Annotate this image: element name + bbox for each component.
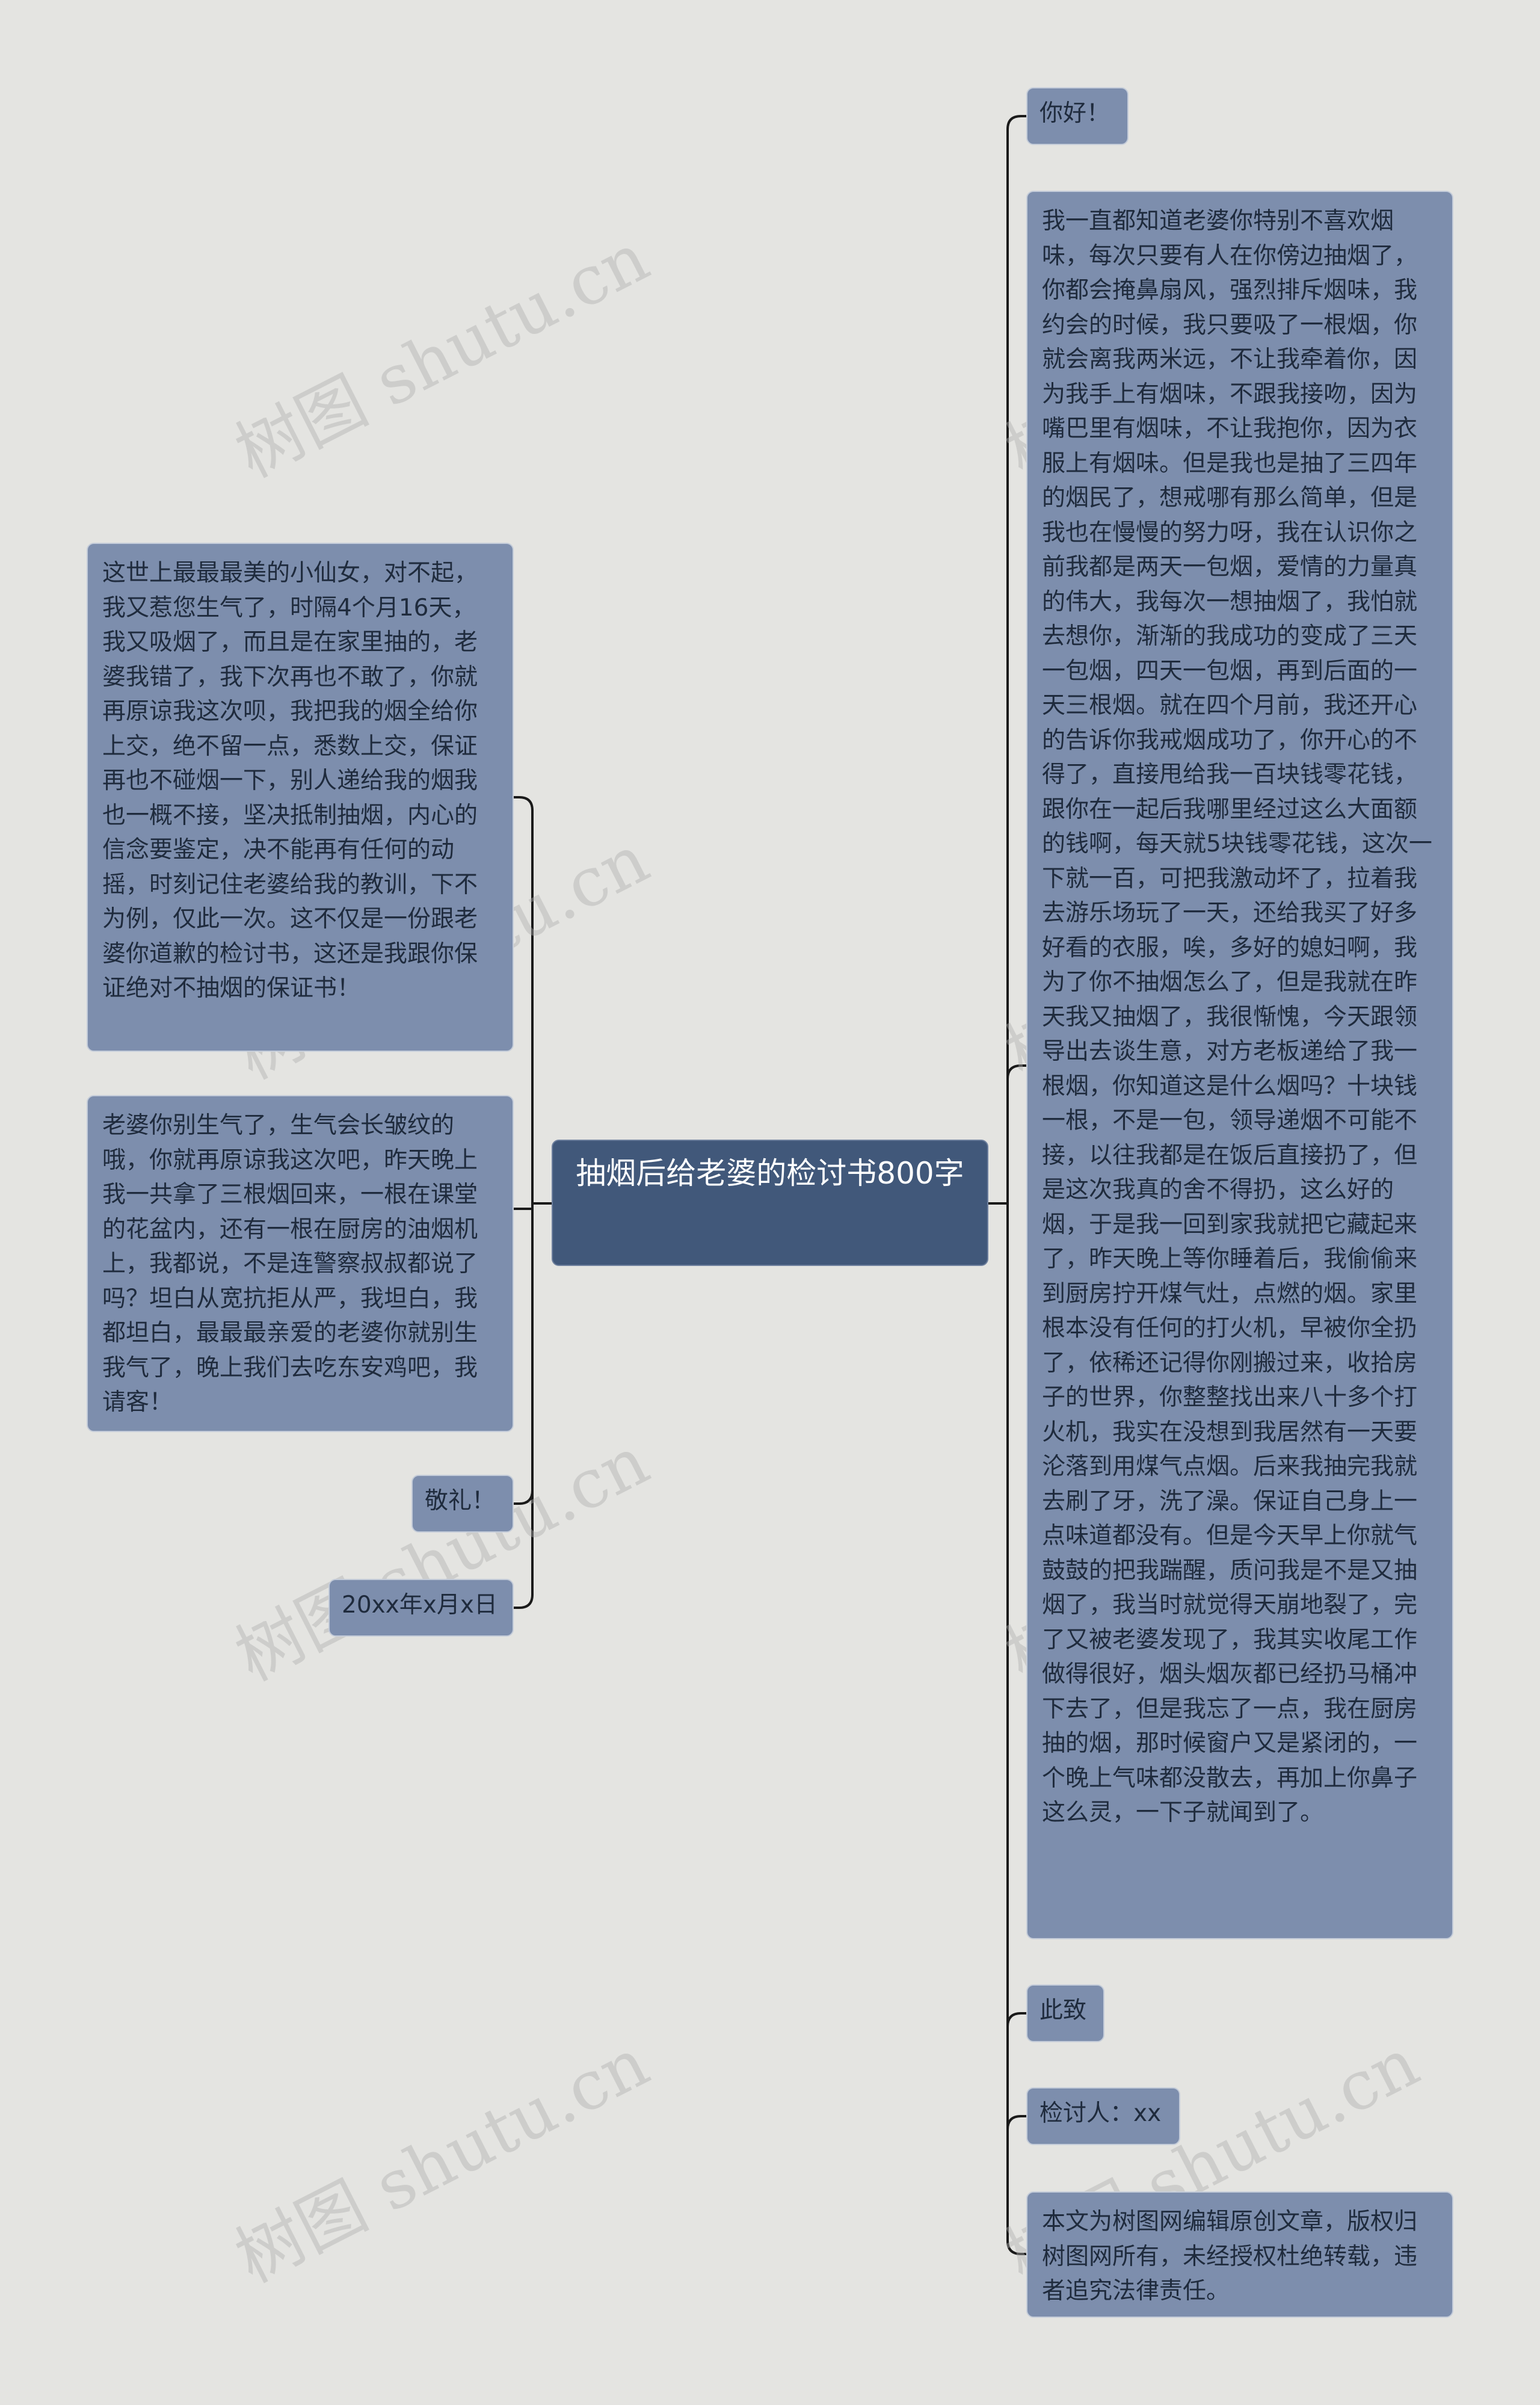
node-closing[interactable]: 此致 <box>1026 1984 1104 2042</box>
node-apology[interactable]: 这世上最最最美的小仙女，对不起，我又惹您生气了，时隔4个月16天，我又吸烟了，而… <box>87 543 514 1052</box>
connector-right-5 <box>1006 2240 1027 2255</box>
node-signature[interactable]: 检讨人：xx <box>1026 2087 1180 2145</box>
node-salute[interactable]: 敬礼！ <box>411 1475 514 1533</box>
connector-left-4 <box>513 1593 534 1609</box>
node-date[interactable]: 20xx年x月x日 <box>328 1579 514 1637</box>
connector-left-3 <box>513 1489 534 1505</box>
node-greeting[interactable]: 你好！ <box>1026 87 1129 145</box>
node-plea[interactable]: 老婆你别生气了，生气会长皱纹的哦，你就再原谅我这次吧，昨天晚上我一共拿了三根烟回… <box>87 1095 514 1432</box>
node-copyright[interactable]: 本文为树图网编辑原创文章，版权归树图网所有，未经授权杜绝转载，违者追究法律责任。 <box>1026 2191 1453 2318</box>
connector-left-1 <box>513 796 534 812</box>
node-confession[interactable]: 我一直都知道老婆你特别不喜欢烟味，每次只要有人在你傍边抽烟了，你都会掩鼻扇风，强… <box>1026 191 1453 1939</box>
connector-right-1 <box>1006 115 1027 131</box>
connector-right-2 <box>1006 1064 1027 1080</box>
connector-right-4 <box>1006 2115 1027 2131</box>
connector-right-3 <box>1006 2012 1027 2028</box>
central-topic[interactable]: 抽烟后给老婆的检讨书800字 <box>552 1140 988 1266</box>
